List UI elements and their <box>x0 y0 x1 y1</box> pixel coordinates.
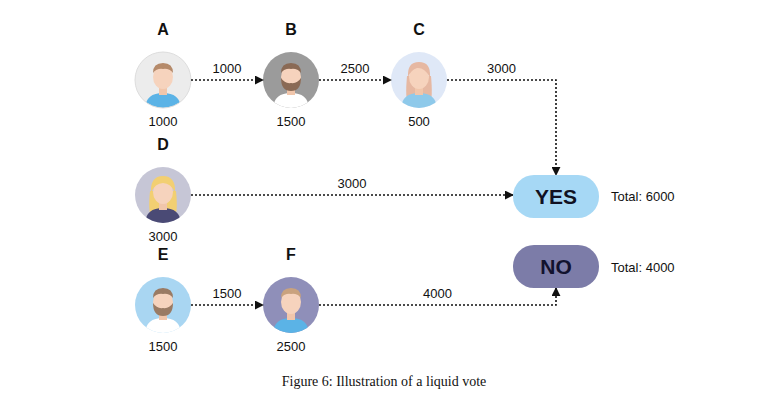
avatar <box>391 52 447 110</box>
voter-name: F <box>286 246 296 264</box>
delegated-amount: 4000 <box>421 286 454 301</box>
voter-node: C500 <box>391 52 447 108</box>
voter-name: C <box>413 21 425 39</box>
avatar <box>263 277 319 335</box>
voting-power: 1500 <box>149 339 178 354</box>
delegated-amount: 1500 <box>211 286 244 301</box>
voter-node: A1000 <box>135 52 191 108</box>
delegation-arrow <box>191 79 263 81</box>
voting-power: 1500 <box>277 114 306 129</box>
delegated-amount: 1000 <box>211 61 244 76</box>
delegated-amount: 2500 <box>339 61 372 76</box>
delegated-amount: 3000 <box>336 176 369 191</box>
voting-power: 500 <box>408 114 430 129</box>
vote-total: Total: 4000 <box>611 260 675 275</box>
option-label: NO <box>540 255 572 279</box>
voting-power: 2500 <box>277 339 306 354</box>
voter-name: E <box>158 246 169 264</box>
avatar <box>135 52 191 110</box>
voter-node: D3000 <box>135 167 191 223</box>
voting-power: 3000 <box>149 229 178 244</box>
voter-node: B1500 <box>263 52 319 108</box>
option-label: YES <box>535 185 577 209</box>
vote-option-box: YES <box>513 175 599 218</box>
delegation-arrow <box>319 79 391 81</box>
voter-name: D <box>157 136 169 154</box>
voting-power: 1000 <box>149 114 178 129</box>
delegation-arrow <box>191 194 513 196</box>
delegation-arrow <box>447 80 556 175</box>
delegated-amount: 3000 <box>485 61 518 76</box>
voter-node: F2500 <box>263 277 319 333</box>
avatar <box>135 167 191 225</box>
vote-total: Total: 6000 <box>611 189 675 204</box>
vote-option-box: NO <box>513 245 599 288</box>
figure-caption: Figure 6: Illustration of a liquid vote <box>0 374 768 390</box>
voter-node: E1500 <box>135 277 191 333</box>
delegation-arrow <box>191 304 263 306</box>
voter-name: B <box>285 21 297 39</box>
voter-name: A <box>157 21 169 39</box>
avatar <box>263 52 319 110</box>
avatar <box>135 277 191 335</box>
